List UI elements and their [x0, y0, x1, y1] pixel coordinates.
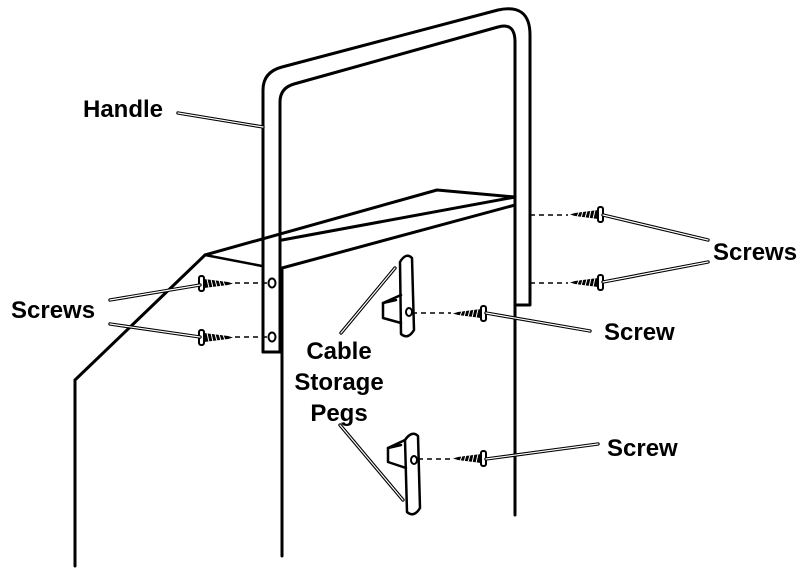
- handle-hole-lower: [267, 331, 277, 343]
- label-screws-left: Screws: [11, 297, 95, 324]
- label-screws-right: Screws: [713, 239, 797, 266]
- handle-hole-upper: [267, 277, 277, 289]
- screw-left-lower: [198, 329, 233, 346]
- label-cable-line2: Storage: [294, 369, 383, 396]
- label-screw-lower: Screw: [607, 435, 678, 462]
- screw-right-lower: [570, 274, 604, 291]
- cabinet-body: [73, 188, 517, 568]
- label-cable-line3: Pegs: [310, 400, 367, 427]
- cable-peg-lower: [386, 432, 422, 516]
- handle-frame: [261, 7, 532, 354]
- label-cable-line1: Cable: [306, 338, 371, 365]
- screw-peg-upper: [453, 305, 487, 322]
- label-handle: Handle: [83, 96, 163, 123]
- leader-lines: [108, 111, 710, 502]
- screw-left-upper: [198, 275, 233, 292]
- alignment-lines: [235, 214, 568, 460]
- label-screw-upper: Screw: [604, 319, 675, 346]
- screw-peg-lower: [453, 450, 487, 467]
- screw-right-upper: [570, 206, 604, 223]
- cable-peg-upper: [381, 254, 416, 338]
